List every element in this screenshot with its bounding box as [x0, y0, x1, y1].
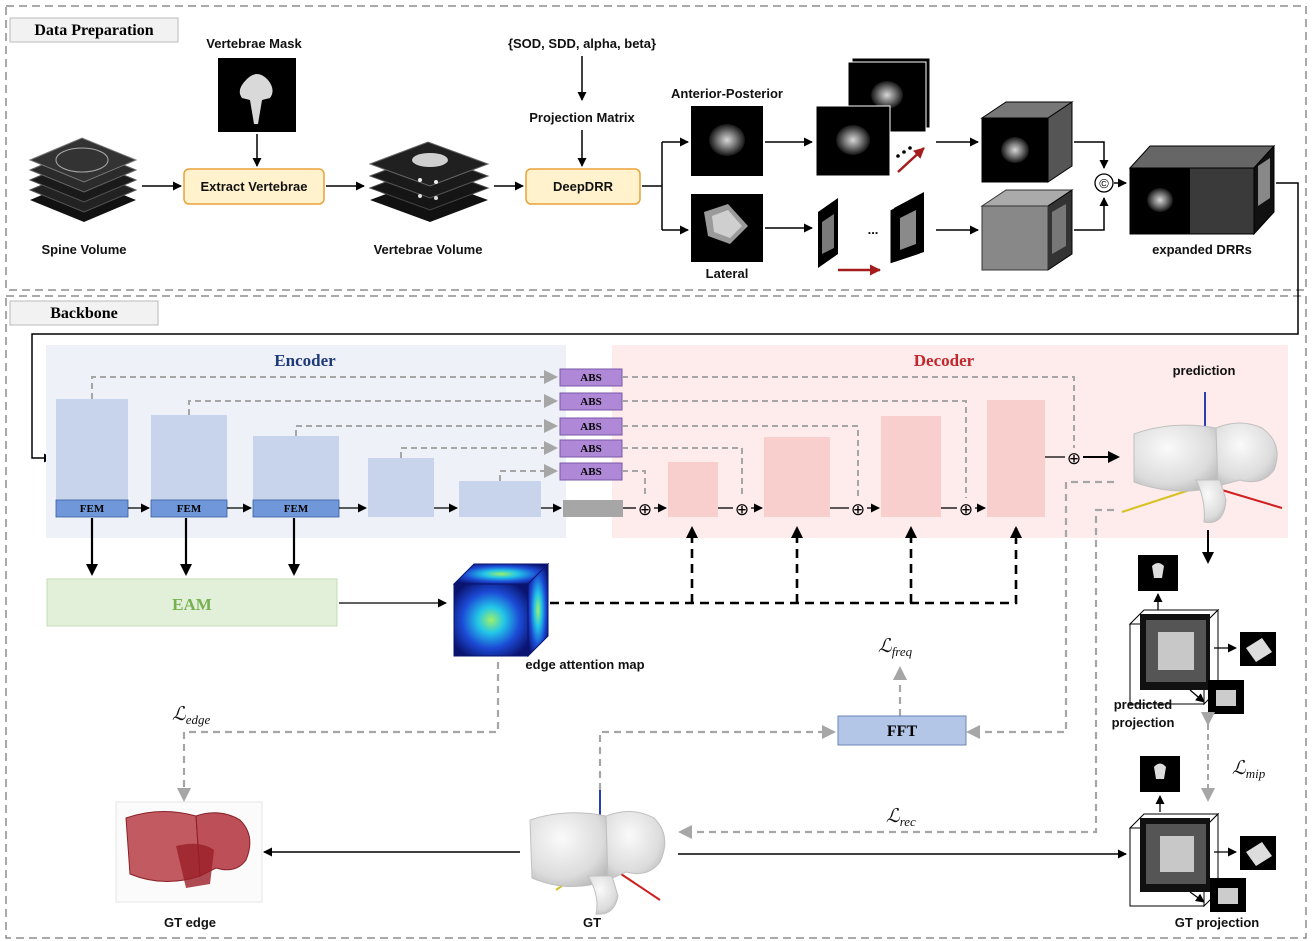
- lateral-drr-image: [691, 194, 763, 262]
- abs-block-2: ABS: [559, 392, 623, 411]
- fem-block-3: FEM: [252, 499, 340, 518]
- fem-block-2: FEM: [150, 499, 228, 518]
- drr-to-backbone-connector: [31, 182, 1299, 463]
- abs-block-3: ABS: [559, 417, 623, 436]
- bottleneck-block: [563, 500, 623, 517]
- svg-text:Backbone: Backbone: [50, 305, 118, 322]
- svg-text:⊕: ⊕: [959, 500, 973, 520]
- vertebrae-volume-label: Vertebrae Volume: [374, 242, 483, 257]
- svg-text:FFT: FFT: [887, 723, 918, 740]
- gt-projection-label: GT projection: [1175, 915, 1260, 930]
- abs-block-5: ABS: [559, 462, 623, 481]
- eam-module: EAM: [46, 578, 338, 627]
- gt-edge-label: GT edge: [164, 915, 216, 930]
- svg-text:©: ©: [1099, 176, 1109, 191]
- ap-volume-cube: [980, 101, 1074, 183]
- anterior-posterior-label: Anterior-Posterior: [671, 86, 783, 101]
- data-preparation-title: Data Preparation: [9, 17, 179, 43]
- vertebrae-volume-image: [368, 141, 490, 222]
- vertebrae-mask-label: Vertebrae Mask: [206, 36, 302, 51]
- gt-projection-cube: [1128, 756, 1276, 912]
- svg-text:ABS: ABS: [580, 421, 601, 433]
- svg-text:ABS: ABS: [580, 396, 601, 408]
- backbone-title: Backbone: [9, 300, 159, 326]
- ap-drr-image: [691, 106, 763, 176]
- gt-label: GT: [583, 915, 601, 930]
- predicted-projection-label-1: predicted: [1114, 697, 1173, 712]
- predicted-projection-label-2: projection: [1112, 715, 1175, 730]
- abs-block-1: ABS: [559, 368, 623, 387]
- svg-text:Data Preparation: Data Preparation: [34, 22, 153, 39]
- fem-block-1: FEM: [55, 499, 129, 518]
- gt-vertebra: [529, 790, 666, 915]
- lateral-label: Lateral: [706, 266, 749, 281]
- projection-params-label: {SOD, SDD, alpha, beta}: [508, 36, 656, 51]
- lateral-ellipsis: ...: [868, 222, 879, 237]
- loss-paths: [177, 480, 1114, 839]
- svg-text:ABS: ABS: [580, 466, 601, 478]
- lateral-drr-stack: [818, 192, 924, 268]
- spine-volume-image: [28, 137, 138, 222]
- expanded-drrs-label: expanded DRRs: [1152, 242, 1252, 257]
- svg-text:ABS: ABS: [580, 372, 601, 384]
- deepdrr-module: DeepDRR: [525, 168, 641, 205]
- svg-text:Extract Vertebrae: Extract Vertebrae: [201, 179, 308, 194]
- edge-loss-label: ℒedge: [172, 704, 210, 727]
- decoder-block-1: [668, 462, 718, 517]
- skip-connections: [91, 370, 1075, 498]
- edge-attention-map-cube: [452, 562, 550, 658]
- encoder-title: Encoder: [274, 351, 336, 370]
- ap-drr-stack: [815, 57, 931, 177]
- svg-text:ABS: ABS: [580, 443, 601, 455]
- decoder-block-3: [881, 416, 941, 517]
- rec-loss-label: ℒrec: [886, 806, 916, 829]
- data-preparation-frame: [5, 5, 1307, 291]
- edge-attention-feeds: [550, 526, 1022, 605]
- prediction-vertebra: [1121, 392, 1283, 524]
- encoder-block-5: [459, 481, 541, 517]
- encoder-block-4: [368, 458, 434, 517]
- projection-matrix-label: Projection Matrix: [529, 110, 635, 125]
- svg-text:⊕: ⊕: [851, 500, 865, 520]
- expanded-drrs-cube: [1128, 144, 1276, 236]
- svg-text:⊕: ⊕: [1067, 449, 1081, 469]
- vertebrae-mask-image: [218, 58, 296, 132]
- edge-attention-map-label: edge attention map: [525, 657, 644, 672]
- decoder-block-4: [987, 400, 1045, 517]
- svg-text:EAM: EAM: [172, 595, 212, 614]
- lateral-volume-cube: [980, 189, 1074, 271]
- svg-text:⊕: ⊕: [735, 500, 749, 520]
- freq-loss-label: ℒfreq: [878, 636, 913, 659]
- add-nodes: ⊕ ⊕ ⊕ ⊕ ⊕: [638, 449, 1081, 520]
- svg-text:FEM: FEM: [284, 503, 309, 515]
- abs-block-4: ABS: [559, 439, 623, 458]
- predicted-projection-cube: [1128, 555, 1276, 714]
- mip-loss-label: ℒmip: [1232, 758, 1266, 781]
- encoder-block-1: [56, 399, 128, 517]
- decoder-block-2: [764, 437, 830, 517]
- svg-text:FEM: FEM: [80, 503, 105, 515]
- backbone-frame: [5, 295, 1307, 939]
- ap-rotation-arrow: [896, 146, 925, 173]
- decoder-title: Decoder: [914, 351, 975, 370]
- extract-vertebrae-module: Extract Vertebrae: [183, 168, 325, 205]
- concat-operator: ©: [1094, 173, 1114, 193]
- svg-text:DeepDRR: DeepDRR: [553, 179, 614, 194]
- svg-text:FEM: FEM: [177, 503, 202, 515]
- gt-edge-image: [115, 801, 263, 903]
- svg-text:⊕: ⊕: [638, 500, 652, 520]
- fft-module: FFT: [837, 715, 967, 746]
- prediction-label: prediction: [1173, 363, 1236, 378]
- spine-volume-label: Spine Volume: [42, 242, 127, 257]
